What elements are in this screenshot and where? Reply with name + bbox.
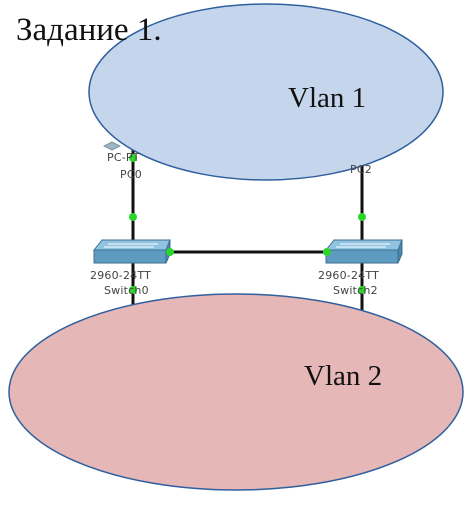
vlan2-label: Vlan 2	[304, 360, 383, 392]
vlan2-ellipse	[8, 293, 464, 491]
pc2-name-label: PC2	[350, 163, 372, 176]
switch2-name-label: Switch2	[333, 284, 378, 297]
link-light-icon	[129, 154, 366, 294]
pc0-type-label: PC-PT	[107, 151, 140, 164]
switch2-icon[interactable]	[324, 239, 403, 264]
pc0-icon[interactable]	[103, 141, 121, 151]
switch0-model-label: 2960-24TT	[90, 269, 152, 282]
vlan1-label: Vlan 1	[288, 82, 367, 114]
switch0-name-label: Switch0	[104, 284, 149, 297]
switch2-model-label: 2960-24TT	[318, 269, 380, 282]
pc0-name-label: PC0	[120, 168, 142, 181]
switch0-icon[interactable]	[92, 239, 171, 264]
task-title: Задание 1.	[16, 12, 162, 48]
vlan1-ellipse	[88, 3, 444, 181]
